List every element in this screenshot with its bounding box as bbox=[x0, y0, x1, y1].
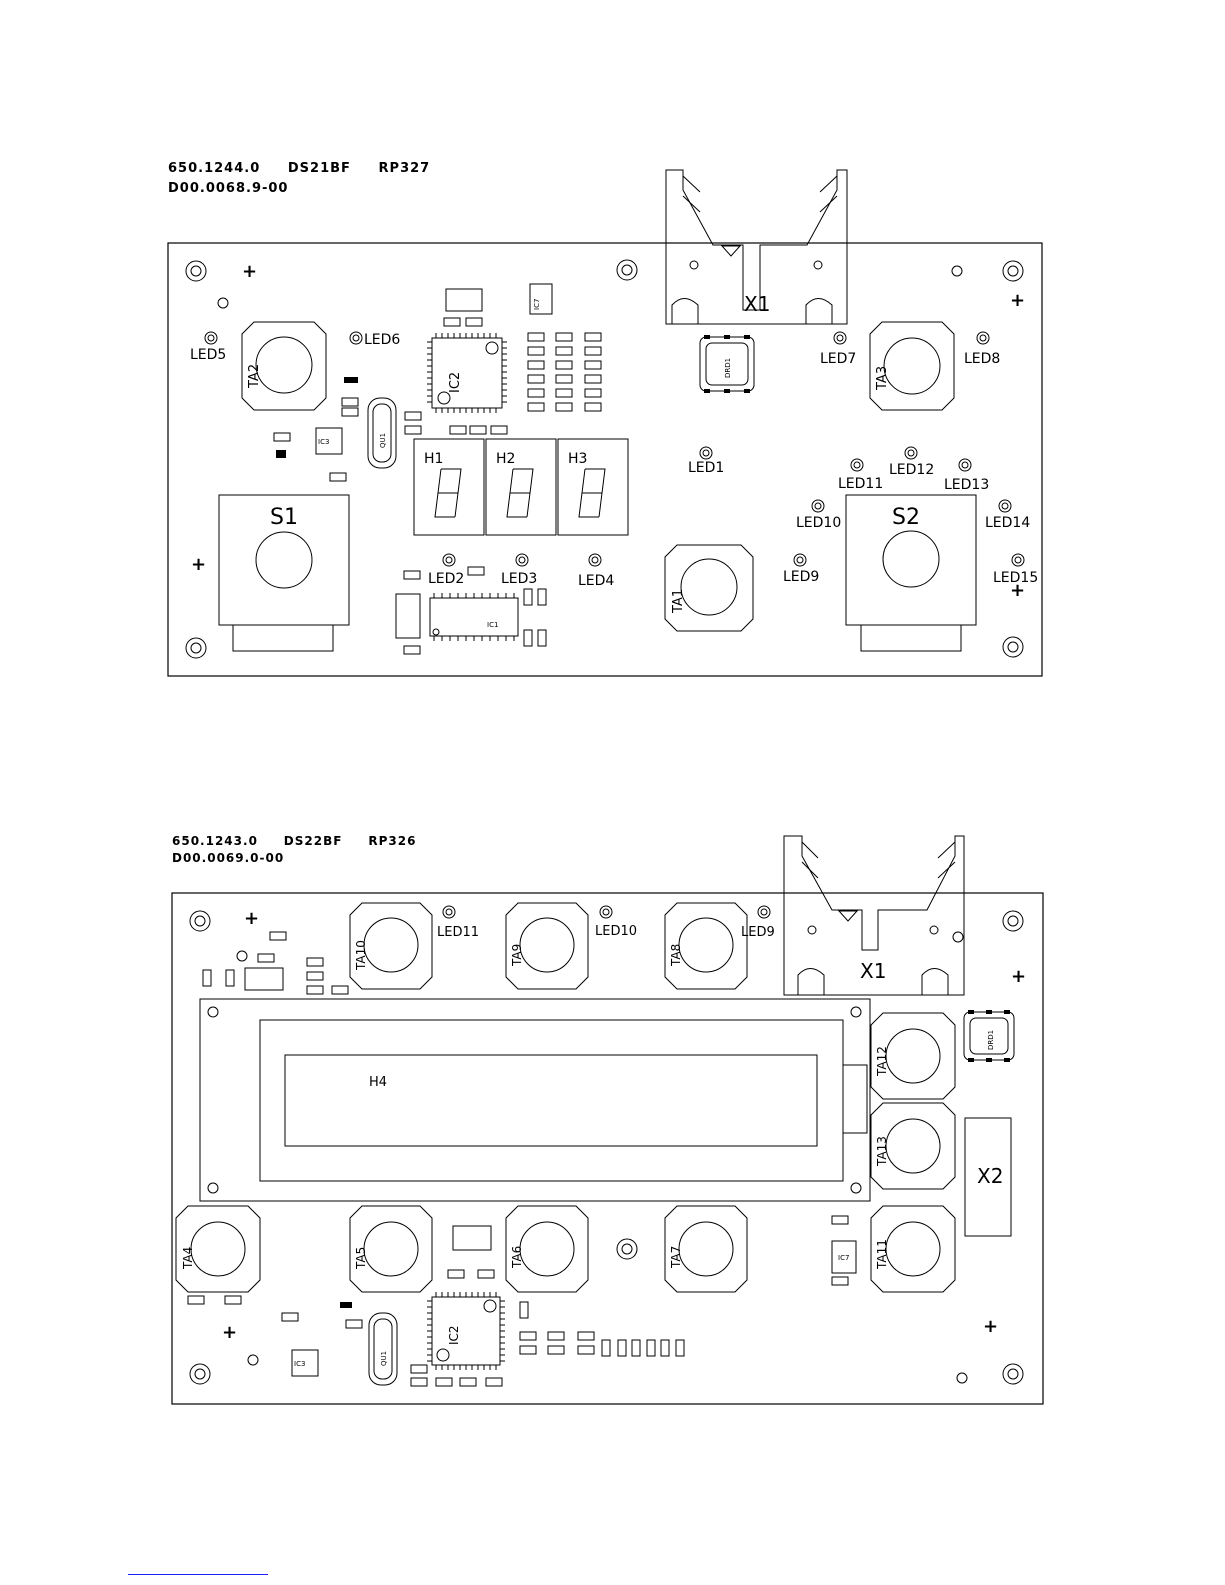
board1-pcb-layout: X1 S1 S2 H1 H2 H3 LED1 LED2 LED3 LED4 LE… bbox=[167, 169, 1043, 677]
board1-ta1-button bbox=[664, 544, 754, 632]
board1-ta2-button bbox=[241, 321, 327, 411]
board1-qu1-label: QU1 bbox=[379, 433, 387, 448]
board1-led5-label: LED5 bbox=[190, 347, 226, 363]
board1-h1-label: H1 bbox=[424, 451, 443, 467]
board2-outline bbox=[171, 892, 1044, 1405]
board2-ta6-button bbox=[505, 1205, 589, 1293]
board1-led15-label: LED15 bbox=[993, 570, 1038, 586]
board2-ta13-button bbox=[870, 1102, 956, 1190]
board1-ta1-label: TA1 bbox=[671, 589, 686, 614]
board1-led11-label: LED11 bbox=[838, 476, 883, 492]
board2-header-line1: 650.1243.0 DS22BF RP326 bbox=[172, 834, 417, 848]
board1-s2-label: S2 bbox=[892, 505, 920, 530]
board2-drd1-label: DRD1 bbox=[987, 1030, 995, 1050]
plus-icon: + bbox=[983, 1316, 998, 1337]
board1-ic1-chip bbox=[429, 597, 519, 637]
board2-ta9-label: TA9 bbox=[510, 944, 524, 967]
board2-x2-label: X2 bbox=[977, 1164, 1003, 1188]
board2-ta8-button bbox=[664, 902, 748, 990]
board1-led6-label: LED6 bbox=[364, 332, 400, 348]
board1-led8-label: LED8 bbox=[964, 351, 1000, 367]
board2-header-line2: D00.0069.0-00 bbox=[172, 851, 285, 865]
board2-ta12-button bbox=[870, 1012, 956, 1100]
board2-x1-label: X1 bbox=[860, 959, 886, 983]
board2-led10-label: LED10 bbox=[595, 924, 637, 939]
board2-ic2-label: IC2 bbox=[447, 1325, 461, 1345]
board1-led3-label: LED3 bbox=[501, 571, 537, 587]
board2-ta4-button bbox=[175, 1205, 261, 1293]
board1-h3-label: H3 bbox=[568, 451, 587, 467]
plus-icon: + bbox=[244, 908, 259, 929]
plus-icon: + bbox=[191, 554, 206, 575]
board1-led13-label: LED13 bbox=[944, 477, 989, 493]
board1-ta2-label: TA2 bbox=[247, 364, 262, 389]
board1-ic3-label: IC3 bbox=[318, 438, 329, 446]
board2-ic7-label: IC7 bbox=[838, 1254, 849, 1262]
board1-h2-label: H2 bbox=[496, 451, 515, 467]
board1-s1-label: S1 bbox=[270, 505, 298, 530]
board1-ic2-chip bbox=[431, 337, 503, 409]
board1-led4-label: LED4 bbox=[578, 573, 614, 589]
board2-x2-connector bbox=[964, 1117, 1012, 1237]
board2-ic3-label: IC3 bbox=[294, 1360, 305, 1368]
board2-ta5-label: TA5 bbox=[354, 1247, 368, 1270]
board2-qu1-label: QU1 bbox=[380, 1351, 388, 1366]
board1-led14-label: LED14 bbox=[985, 515, 1030, 531]
board1-header-line1: 650.1244.0 DS21BF RP327 bbox=[168, 161, 431, 176]
board2-led9-label: LED9 bbox=[741, 925, 775, 940]
board1-ta3-label: TA3 bbox=[875, 366, 890, 391]
board2-ta4-label: TA4 bbox=[181, 1247, 195, 1270]
board2-h4-label: H4 bbox=[369, 1075, 387, 1090]
board1-led1-label: LED1 bbox=[688, 460, 724, 476]
plus-icon: + bbox=[242, 261, 257, 282]
board2-ta5-button bbox=[349, 1205, 433, 1293]
board1-led2-label: LED2 bbox=[428, 571, 464, 587]
plus-icon: + bbox=[1010, 580, 1025, 601]
board2-ta7-button bbox=[664, 1205, 748, 1293]
board2-ta13-label: TA13 bbox=[875, 1136, 889, 1167]
board2-ta7-label: TA7 bbox=[669, 1246, 683, 1269]
board1-header-line2: D00.0068.9-00 bbox=[168, 181, 289, 196]
board1-x1-label: X1 bbox=[744, 292, 770, 316]
board2-lcd-module bbox=[199, 998, 871, 1202]
board2-pcb-layout: X1 X2 H4 LED11 LED10 LED9 TA10 TA9 TA8 T… bbox=[171, 835, 1044, 1405]
board1-led9-label: LED9 bbox=[783, 569, 819, 585]
board2-ta8-label: TA8 bbox=[669, 944, 683, 967]
plus-icon: + bbox=[222, 1322, 237, 1343]
board1-led10-label: LED10 bbox=[796, 515, 841, 531]
board1-ic7-label: IC7 bbox=[533, 299, 541, 310]
board1-outline bbox=[167, 242, 1043, 677]
board1-ta3-button bbox=[869, 321, 955, 411]
board1-ic1-label: IC1 bbox=[487, 621, 498, 629]
board2-ta10-label: TA10 bbox=[354, 940, 368, 971]
footer-link-underline[interactable] bbox=[128, 1574, 268, 1575]
board2-ta11-label: TA11 bbox=[875, 1239, 889, 1270]
board1-led12-label: LED12 bbox=[889, 462, 934, 478]
board2-ic2-chip bbox=[431, 1296, 501, 1366]
board2-ta9-button bbox=[505, 902, 589, 990]
plus-icon: + bbox=[1010, 290, 1025, 311]
board2-ta12-label: TA12 bbox=[875, 1046, 889, 1077]
board1-ic2-label: IC2 bbox=[448, 372, 463, 393]
board1-led7-label: LED7 bbox=[820, 351, 856, 367]
board2-led11-label: LED11 bbox=[437, 925, 479, 940]
board2-ta11-button bbox=[870, 1205, 956, 1293]
board1-drd1-label: DRD1 bbox=[724, 358, 732, 378]
board2-ta10-button bbox=[349, 902, 433, 990]
board2-lcd-window bbox=[284, 1054, 818, 1147]
plus-icon: + bbox=[1011, 966, 1026, 987]
board2-ta6-label: TA6 bbox=[510, 1246, 524, 1269]
